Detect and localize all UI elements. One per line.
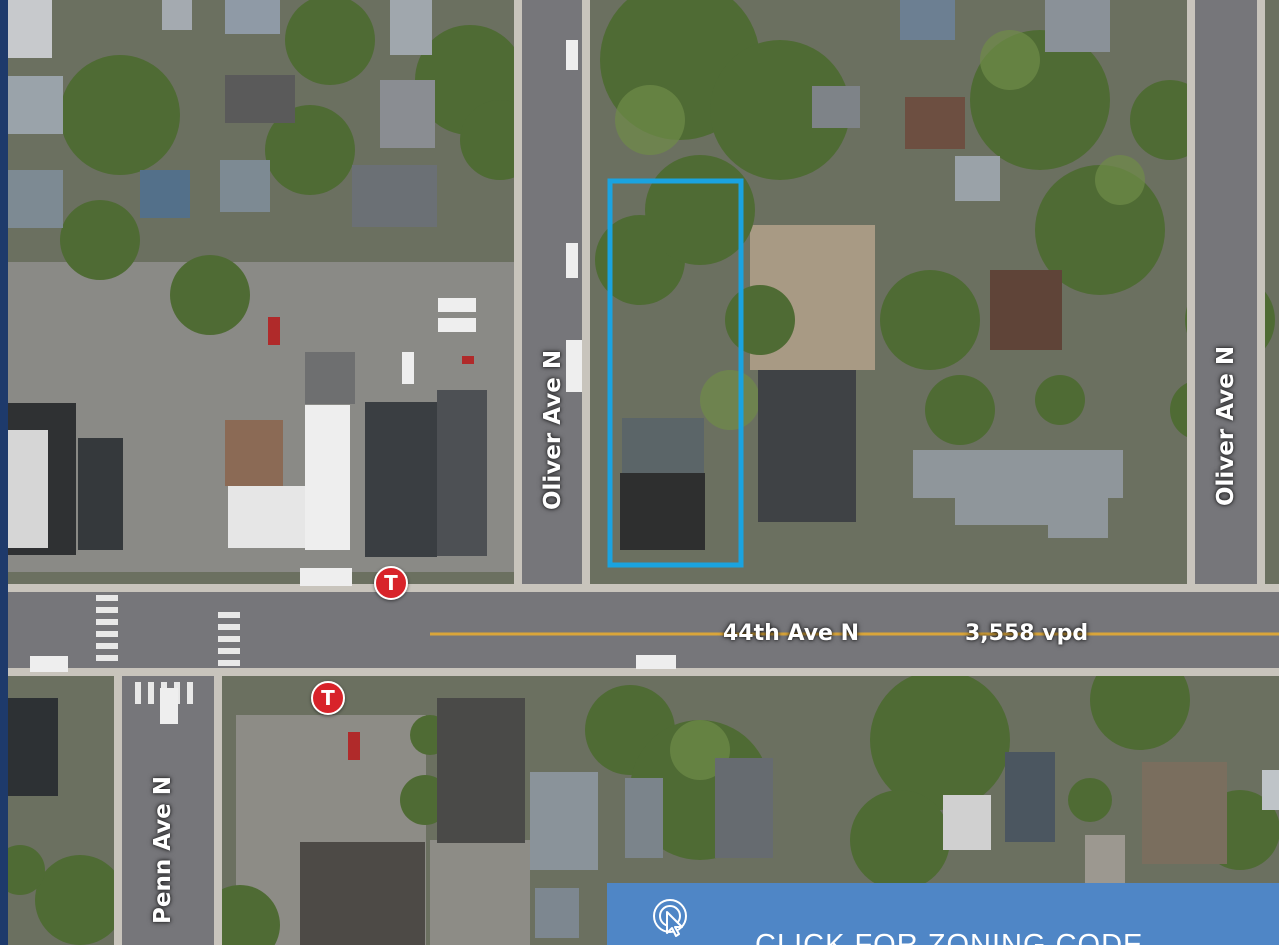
street-label-oliver-ave-east: Oliver Ave N [1213,345,1239,506]
street-label-penn-ave: Penn Ave N [150,775,176,924]
transit-stop-symbol: T [384,571,398,595]
street-label-oliver-ave-west: Oliver Ave N [540,349,566,510]
zoning-code-label: CLICK FOR ZONING CODE [755,929,1144,945]
subject-property-outline [607,178,744,568]
street-label-44th-ave: 44th Ave N [723,621,860,646]
traffic-count-label: 3,558 vpd [965,621,1089,646]
left-accent-bar [0,0,8,945]
metro-transit-t-icon: T [374,566,408,600]
zoning-code-button[interactable]: CLICK FOR ZONING CODE [607,883,1279,945]
transit-stop-symbol: T [321,686,335,710]
cursor-click-icon [653,899,687,937]
metro-transit-t-icon: T [311,681,345,715]
